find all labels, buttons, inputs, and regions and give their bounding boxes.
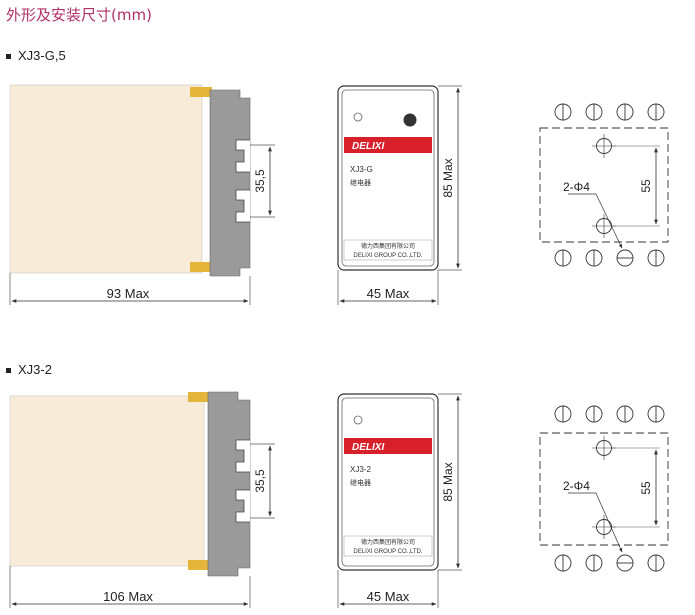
terminal-row-top <box>554 103 665 121</box>
brand-band <box>344 438 432 454</box>
mounting-view-2: 55 2-Φ4 <box>539 405 669 572</box>
relay-body <box>9 84 203 274</box>
product-text: 继电器 <box>350 178 371 187</box>
length-label: 93 Max <box>107 286 150 301</box>
terminal-row-bottom <box>554 554 665 572</box>
maker-cn: 德力西集团有限公司 <box>361 538 415 546</box>
bullet-icon <box>6 368 11 374</box>
brand-band <box>344 137 432 153</box>
maker-en: DELIXI GROUP CO.,LTD. <box>353 549 422 555</box>
height-label: 85 Max <box>441 462 455 501</box>
front-view-2: DELIXI XJ3-2 继电器 德力西集团有限公司 DELIXI GROUP … <box>337 393 462 608</box>
brand-logo: DELIXI <box>352 141 384 152</box>
maker-plate <box>343 239 433 261</box>
indicator-knob-icon <box>403 113 417 127</box>
side-view-2: 35,5 106 Max <box>9 391 275 608</box>
height-label: 85 Max <box>441 158 455 197</box>
product-text: 继电器 <box>350 478 371 487</box>
section-label-1: XJ3-G,5 <box>6 48 66 63</box>
case-outline <box>337 85 439 271</box>
terminal-row-top <box>554 405 665 423</box>
case-face <box>341 397 435 567</box>
side-view-1: 35,5 93 Max <box>9 84 275 305</box>
maker-plate <box>343 535 433 557</box>
terminal-bottom <box>188 560 212 570</box>
front-view-1: DELIXI XJ3-G 继电器 德力西集团有限公司 DELIXI GROUP … <box>337 85 462 305</box>
terminal-top <box>190 87 212 97</box>
spacing-label: 55 <box>639 179 653 193</box>
hole-label: 2-Φ4 <box>563 180 590 194</box>
leader-line <box>595 193 623 249</box>
mounting-view-1: 55 2-Φ4 <box>539 103 669 267</box>
width-label: 45 Max <box>367 286 410 301</box>
page-title: 外形及安装尺寸(mm) <box>6 6 152 24</box>
bullet-icon <box>6 54 11 60</box>
hole-label: 2-Φ4 <box>563 479 590 493</box>
clip-1 <box>235 439 250 473</box>
length-label: 106 Max <box>103 589 153 604</box>
adjust-screw-icon <box>353 112 363 122</box>
terminal-bottom <box>190 262 212 272</box>
spacing-label: 55 <box>639 481 653 495</box>
section-label-1-text: XJ3-G,5 <box>18 48 66 63</box>
clip-2 <box>235 189 250 223</box>
clip-2 <box>235 489 250 523</box>
terminal-top <box>188 392 212 402</box>
model-text: XJ3-G <box>350 165 373 174</box>
clip-1 <box>235 139 250 173</box>
rail-mount <box>207 391 251 577</box>
adjust-screw-icon <box>353 415 363 425</box>
section-label-2-text: XJ3-2 <box>18 362 52 377</box>
brand-logo: DELIXI <box>352 442 384 453</box>
panel-cutout <box>539 432 669 546</box>
rail-mount <box>209 89 251 277</box>
leader-line <box>595 492 623 553</box>
terminal-row-bottom <box>554 249 665 267</box>
maker-en: DELIXI GROUP CO.,LTD. <box>353 253 422 259</box>
panel-cutout <box>539 127 669 243</box>
relay-body <box>9 395 205 567</box>
case-face <box>341 89 435 267</box>
clip-pitch-label: 35,5 <box>253 169 267 193</box>
section-label-2: XJ3-2 <box>6 362 52 377</box>
clip-pitch-label: 35,5 <box>253 469 267 493</box>
maker-cn: 德力西集团有限公司 <box>361 242 415 250</box>
width-label: 45 Max <box>367 589 410 604</box>
model-text: XJ3-2 <box>350 465 371 474</box>
